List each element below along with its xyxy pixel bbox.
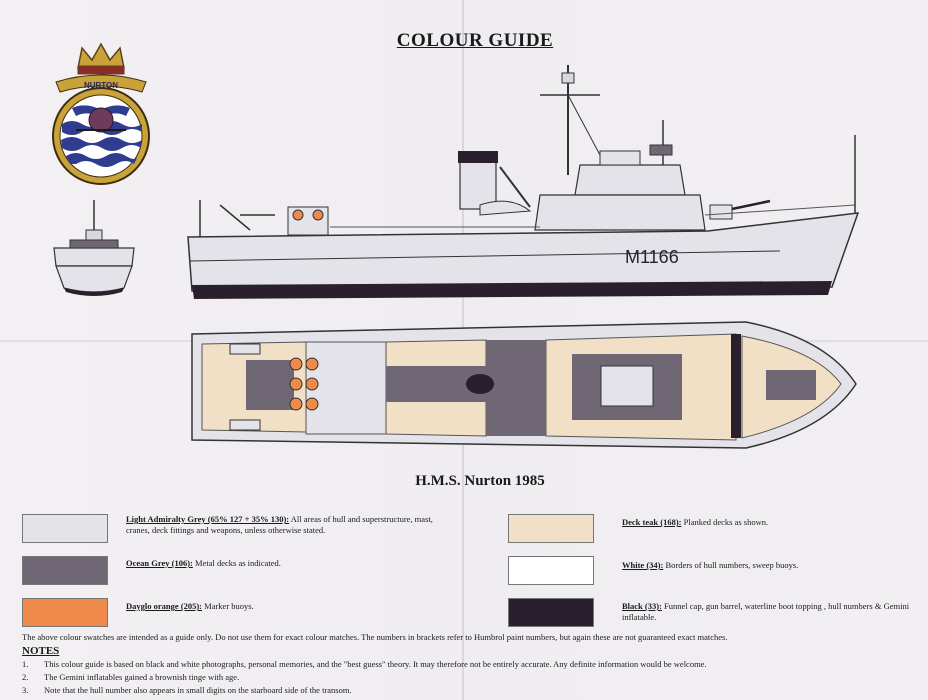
legend-deck-teak: Deck teak (168): Planked decks as shown. <box>622 517 912 528</box>
legend-white: White (34): Borders of hull numbers, swe… <box>622 560 912 571</box>
legend-black: Black (33): Funnel cap, gun barrel, wate… <box>622 601 916 623</box>
swatch-light-grey <box>22 514 108 543</box>
legend-name: Ocean Grey (106): <box>126 558 193 568</box>
legend-ocean-grey: Ocean Grey (106): Metal decks as indicat… <box>126 558 456 569</box>
legend-light-grey: Light Admiralty Grey (65% 127 + 35% 130)… <box>126 514 456 536</box>
note-number: 3. <box>22 685 29 695</box>
legend-name: Light Admiralty Grey (65% 127 + 35% 130)… <box>126 514 290 524</box>
note-text: The Gemini inflatables gained a brownish… <box>44 672 240 682</box>
ship-crest-icon: NURTON <box>52 42 150 185</box>
note-text: This colour guide is based on black and … <box>44 659 707 669</box>
page-title: COLOUR GUIDE <box>396 30 554 51</box>
hull-number: M1166 <box>625 247 679 267</box>
note-item: 2. The Gemini inflatables gained a browni… <box>22 672 239 682</box>
ship-end-view <box>53 200 135 296</box>
legend-desc: Metal decks as indicated. <box>195 558 281 568</box>
legend-dayglo-orange: Dayglo orange (205): Marker buoys. <box>126 601 456 612</box>
note-number: 1. <box>22 659 29 669</box>
note-number: 2. <box>22 672 29 682</box>
legend-desc: Borders of hull numbers, sweep buoys. <box>665 560 799 570</box>
ship-plan-view <box>191 321 857 449</box>
ship-caption: H.M.S. Nurton 1985 <box>415 473 545 489</box>
swatch-dayglo-orange <box>22 598 108 627</box>
legend-desc: Funnel cap, gun barrel, waterline boot t… <box>622 601 910 622</box>
legend-desc: All areas of hull and superstructure, ma… <box>126 514 433 535</box>
swatch-deck-teak <box>508 514 594 543</box>
note-item: 1. This colour guide is based on black an… <box>22 659 707 669</box>
legend-name: Black (33): <box>622 601 662 611</box>
ship-side-view: M1166 <box>187 65 860 299</box>
legend-desc: Planked decks as shown. <box>683 517 769 527</box>
legend-name: Deck teak (168): <box>622 517 682 527</box>
legend-name: Dayglo orange (205): <box>126 601 203 611</box>
disclaimer: The above colour swatches are intended a… <box>22 632 728 642</box>
legend-desc: Marker buoys. <box>204 601 254 611</box>
note-item: 3. Note that the hull number also appears… <box>22 685 352 695</box>
crest-name: NURTON <box>84 81 118 90</box>
note-text: Note that the hull number also appears i… <box>44 685 352 695</box>
swatch-white <box>508 556 594 585</box>
swatch-ocean-grey <box>22 556 108 585</box>
notes-heading: NOTES <box>22 645 60 657</box>
swatch-black <box>508 598 594 627</box>
legend-name: White (34): <box>622 560 664 570</box>
